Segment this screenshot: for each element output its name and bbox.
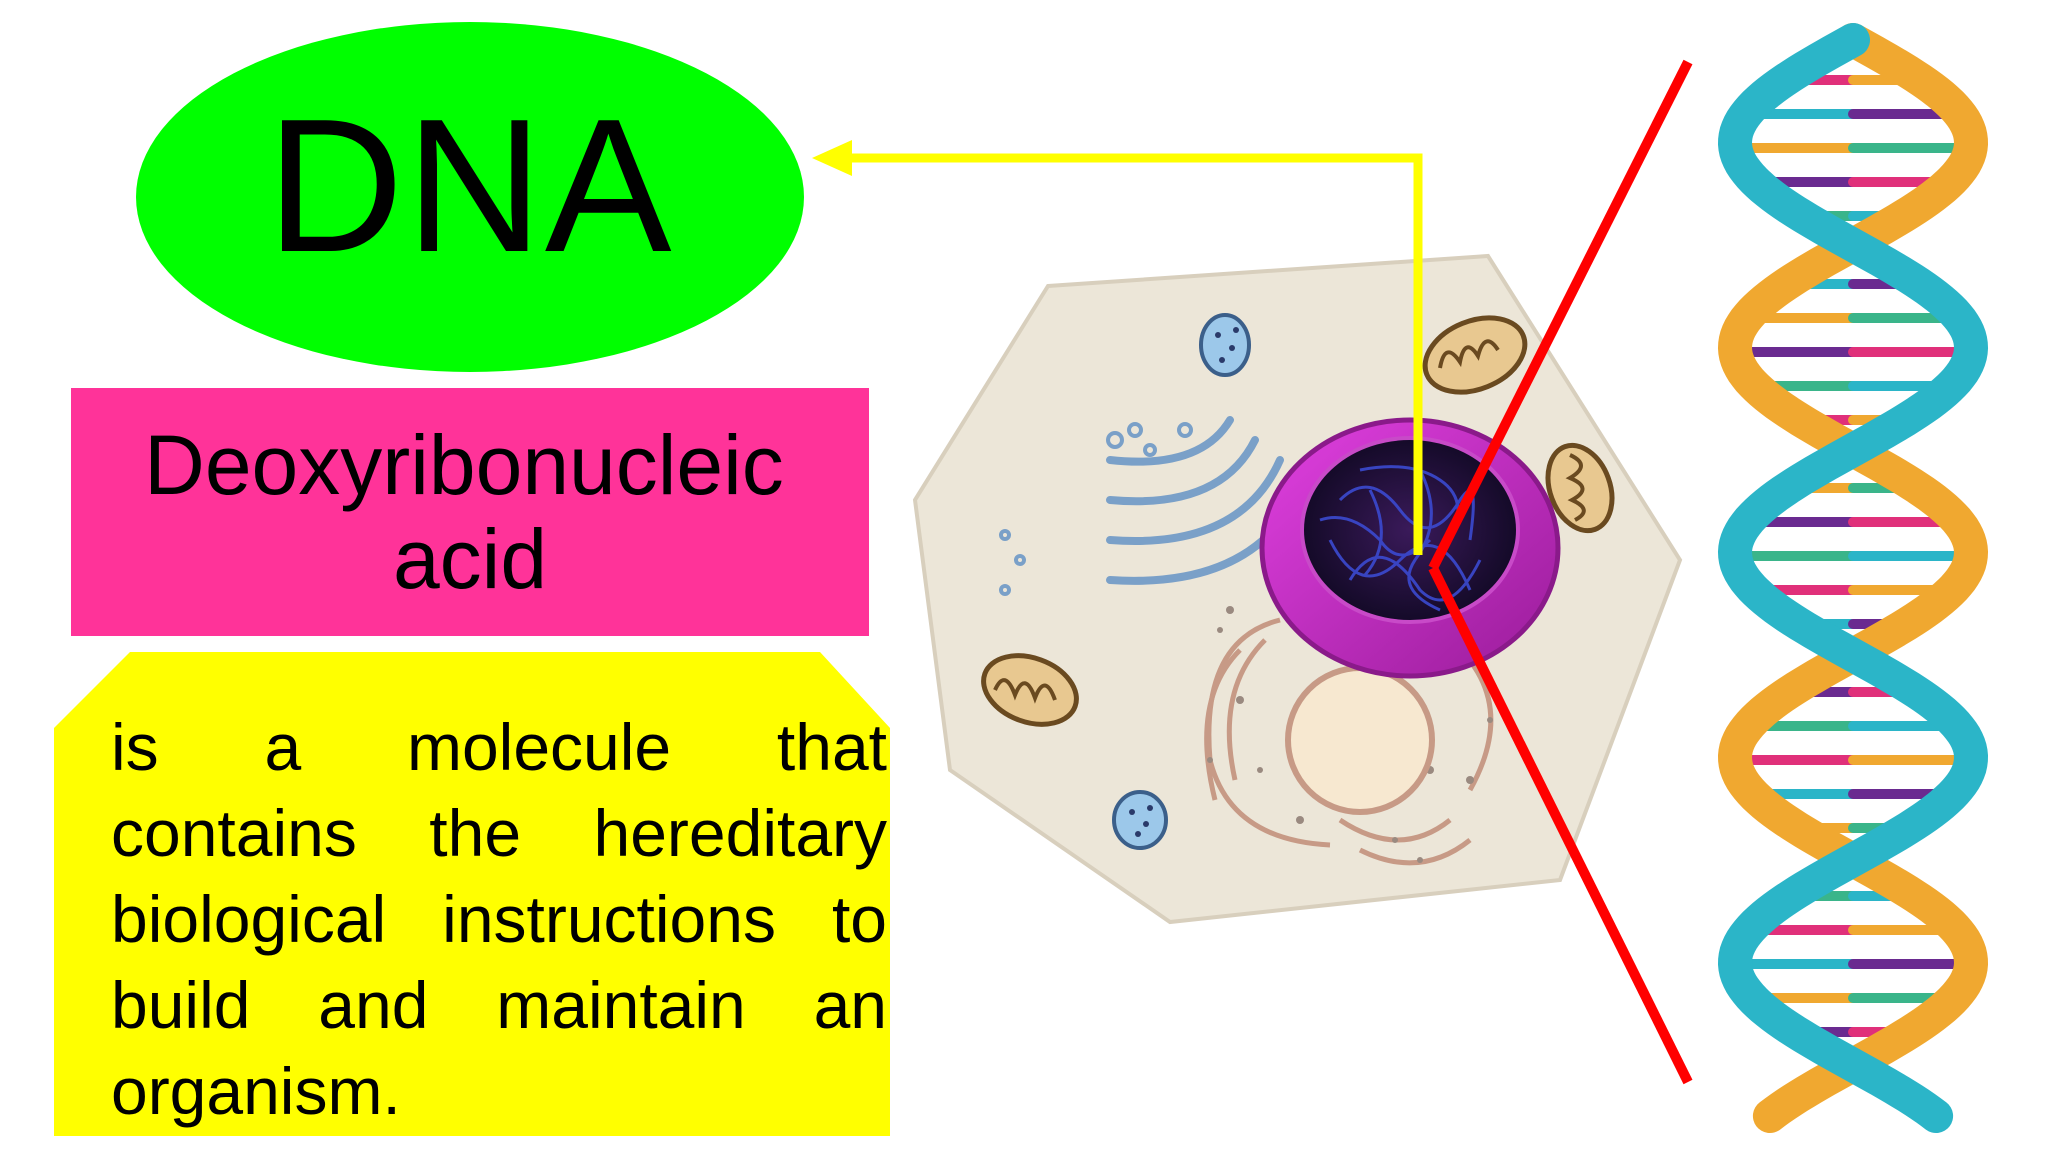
mitochondrion: [1545, 442, 1615, 534]
animal-cell-illustration: [912, 253, 1683, 925]
pointer-arrow-line: [840, 153, 1423, 555]
mitochondrion: [1422, 315, 1528, 395]
mitochondrion: [981, 653, 1079, 727]
dna-double-helix-illustration: [1717, 23, 1989, 1133]
description-text: is a molecule that contains the heredita…: [111, 710, 887, 1128]
full-name-line-1: Deoxyribonucleic: [144, 417, 784, 512]
vesicles: [999, 422, 1193, 596]
title: DNA: [266, 80, 674, 292]
helix-strand-teal: [1717, 23, 1989, 1133]
nucleus: [1259, 417, 1561, 679]
lysosome: [1112, 790, 1168, 850]
pointer-arrow: [812, 140, 1423, 555]
arrow-left-icon: [812, 140, 852, 176]
lysosome: [1199, 313, 1251, 377]
zoom-lines: [1428, 59, 1693, 1085]
full-name-line-2: acid: [392, 512, 548, 606]
zoom-line-top: [1428, 59, 1693, 571]
zoom-line-bottom: [1428, 565, 1693, 1085]
full-name-box: Deoxyribonucleic acid: [71, 388, 869, 636]
description-box: is a molecule that contains the heredita…: [54, 652, 890, 1136]
helix-strand-orange: [1717, 23, 1989, 1133]
centrosome: [1285, 665, 1435, 815]
title-bubble: DNA: [136, 22, 804, 372]
